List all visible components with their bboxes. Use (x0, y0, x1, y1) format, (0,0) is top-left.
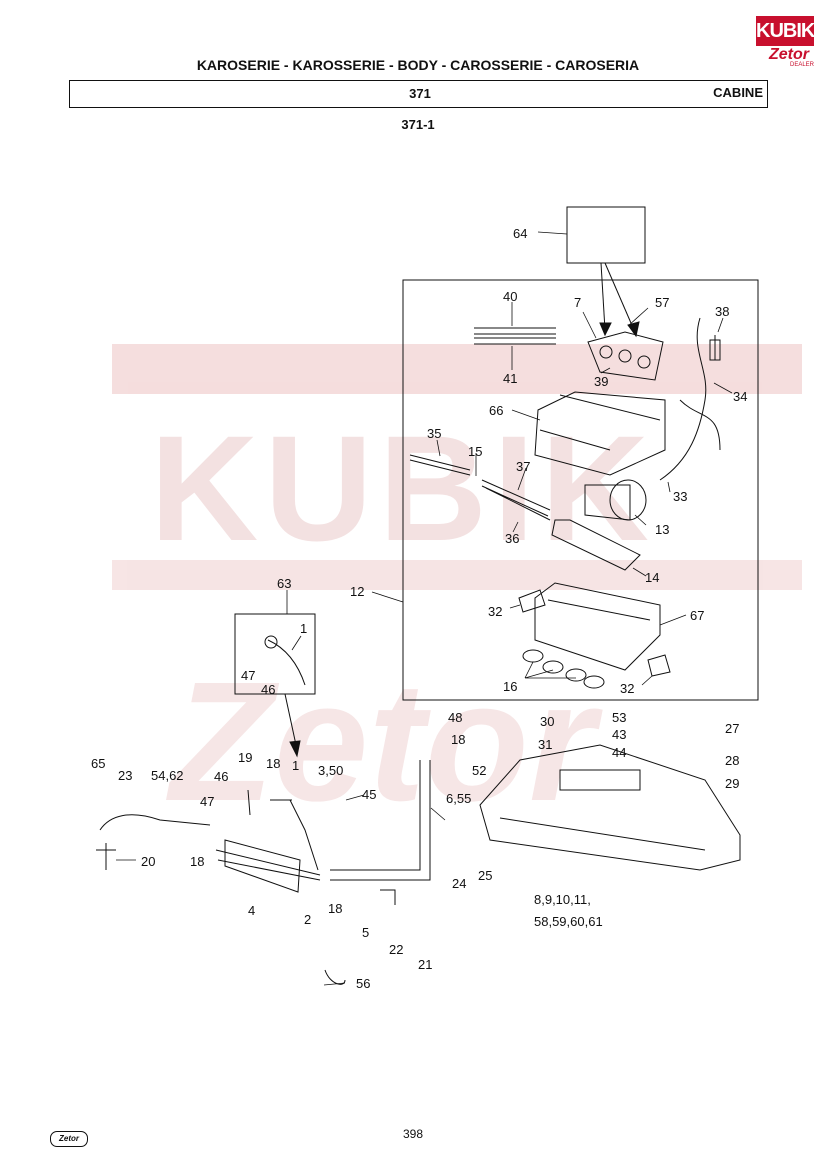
logo-brand-bottom: Zetor (769, 46, 809, 63)
callout: 5 (362, 925, 369, 940)
callout: 44 (612, 745, 626, 760)
callout: 46 (261, 682, 275, 697)
section-name: CABINE (713, 85, 763, 100)
callout: 39 (594, 374, 608, 389)
callout: 35 (427, 426, 441, 441)
callout: 23 (118, 768, 132, 783)
callout: 34 (733, 389, 747, 404)
logo-brand-top: KUBIK (756, 16, 815, 46)
callout: 4 (248, 903, 255, 918)
watermark-text-top: KUBIK (150, 404, 655, 572)
callout: 1 (292, 758, 299, 773)
callout: 36 (505, 531, 519, 546)
callout: 47 (241, 668, 255, 683)
callout: 25 (478, 868, 492, 883)
watermark-text-bottom: Zetor (166, 647, 603, 837)
callout: 63 (277, 576, 291, 591)
callout: 22 (389, 942, 403, 957)
callout: 66 (489, 403, 503, 418)
arrow-line (600, 262, 606, 331)
callout: 6,55 (446, 791, 471, 806)
callout: 52 (472, 763, 486, 778)
callout-labels: 64 40 7 57 38 41 39 34 66 35 15 37 33 13… (91, 226, 747, 991)
callout: 57 (655, 295, 669, 310)
callout: 13 (655, 522, 669, 537)
callout: 18 (190, 854, 204, 869)
callout: 53 (612, 710, 626, 725)
footer-logo: Zetor (50, 1131, 88, 1147)
callout: 19 (238, 750, 252, 765)
section-header-box: 371 CABINE (69, 80, 768, 108)
callout: 45 (362, 787, 376, 802)
callout: 33 (673, 489, 687, 504)
hose-detail-box (234, 613, 316, 695)
figure-number: 371-1 (401, 117, 435, 132)
callout: 64 (513, 226, 527, 241)
callout: 8,9,10,11, (534, 892, 591, 907)
callout: 20 (141, 854, 155, 869)
callout: 18 (266, 756, 280, 771)
callout: 46 (214, 769, 228, 784)
callout: 27 (725, 721, 739, 736)
callout: 29 (725, 776, 739, 791)
callout: 54,62 (151, 768, 184, 783)
section-number: 371 (409, 86, 431, 101)
callout: 56 (356, 976, 370, 991)
callout: 32 (620, 681, 634, 696)
heater-assembly-frame (402, 279, 759, 701)
callout: 58,59,60,61 (534, 914, 603, 929)
watermark: KUBIK Zetor (112, 344, 802, 837)
callout: 3,50 (318, 763, 343, 778)
page-title: KAROSERIE - KAROSSERIE - BODY - CAROSSER… (196, 57, 640, 73)
callout: 41 (503, 371, 517, 386)
callout: 37 (516, 459, 530, 474)
callout: 38 (715, 304, 729, 319)
callout: 7 (574, 295, 581, 310)
callout: 31 (538, 737, 552, 752)
callout: 32 (488, 604, 502, 619)
arrow-line (604, 262, 635, 331)
callout: 2 (304, 912, 311, 927)
callout: 15 (468, 444, 482, 459)
page-number: 398 (402, 1127, 424, 1141)
callout: 30 (540, 714, 554, 729)
callout: 12 (350, 584, 364, 599)
callout: 40 (503, 289, 517, 304)
callout: 65 (91, 756, 105, 771)
kubik-zetor-logo: KUBIK Zetor DEALER (756, 16, 815, 68)
callout: 18 (328, 901, 342, 916)
callout: 67 (690, 608, 704, 623)
callout: 21 (418, 957, 432, 972)
callout: 28 (725, 753, 739, 768)
callout: 48 (448, 710, 462, 725)
callout: 1 (300, 621, 307, 636)
callout: 16 (503, 679, 517, 694)
switch-kit-box (566, 206, 646, 264)
callout: 47 (200, 794, 214, 809)
logo-dealer: DEALER (789, 62, 814, 68)
callout: 24 (452, 876, 466, 891)
callout: 18 (451, 732, 465, 747)
callout: 14 (645, 570, 659, 585)
callout: 43 (612, 727, 626, 742)
